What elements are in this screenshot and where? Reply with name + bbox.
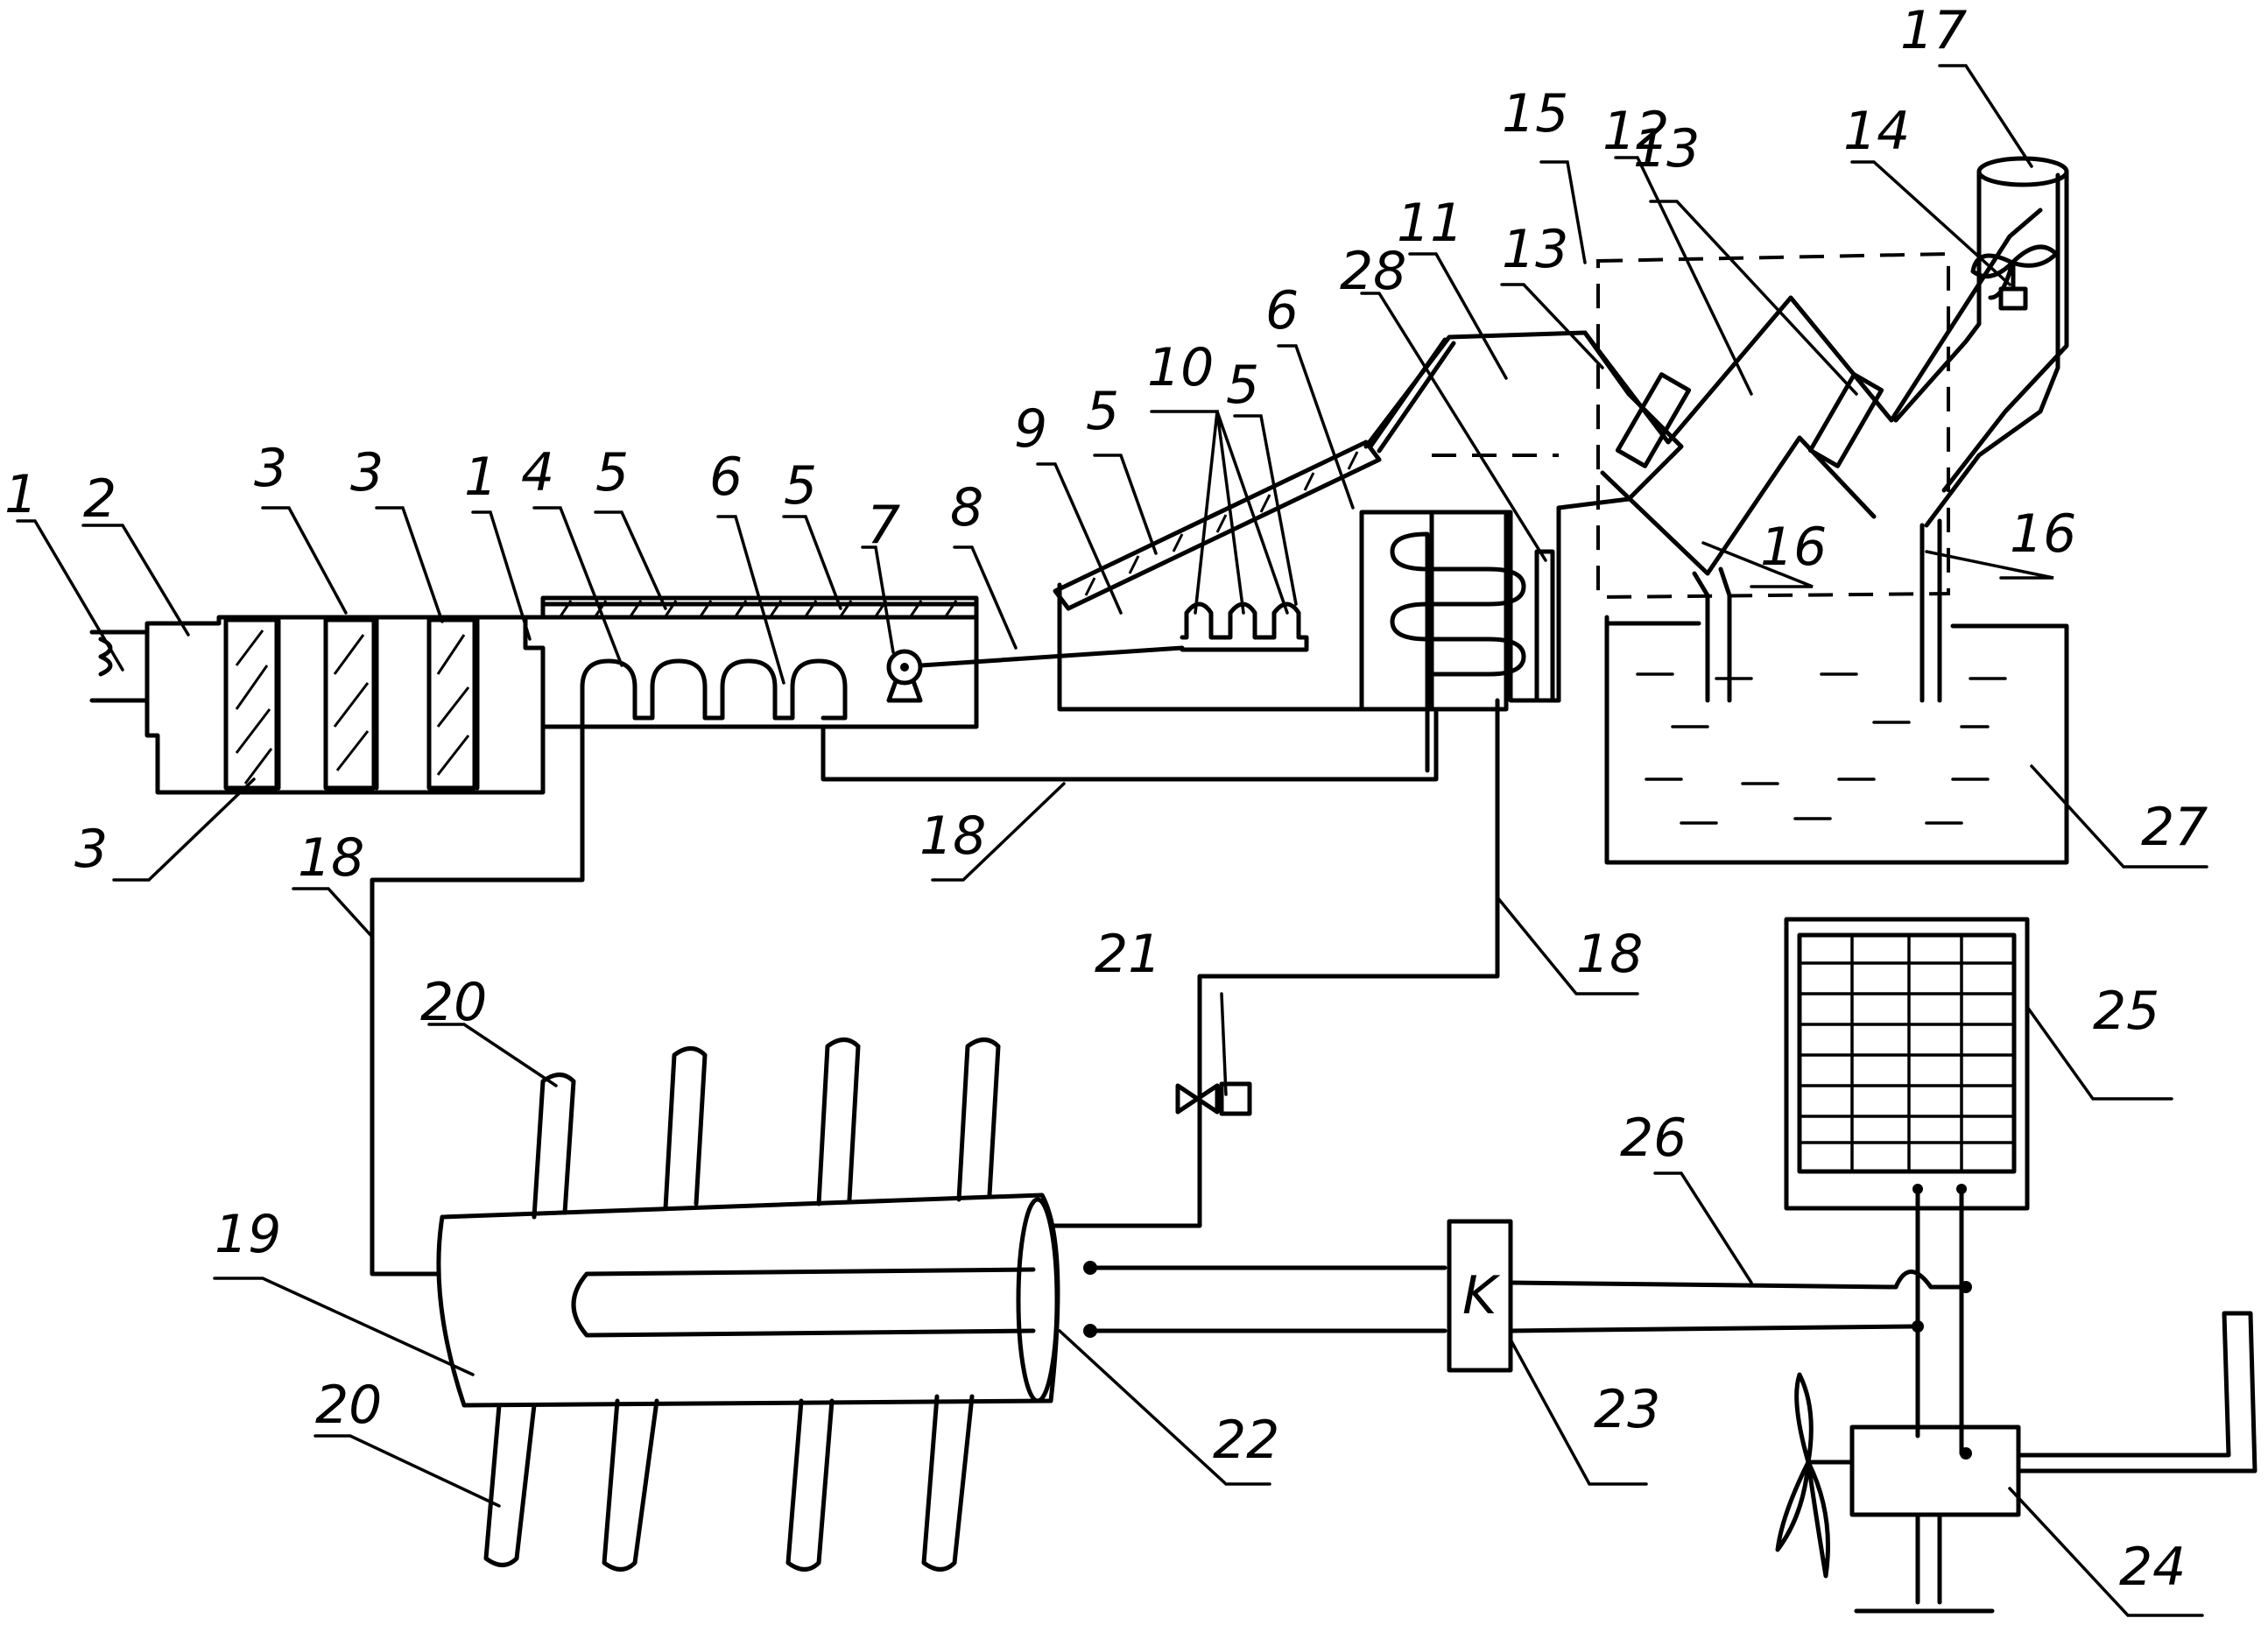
label-7: 7 [867, 495, 900, 556]
switch-k-label: K [1462, 1265, 1501, 1326]
water-tank [1604, 615, 2069, 865]
label-18b: 18 [298, 827, 364, 889]
label-4: 4 [521, 442, 554, 503]
label-14: 14 [1843, 101, 1910, 162]
label-19: 19 [215, 1204, 281, 1265]
label-1b: 1 [464, 447, 497, 508]
label-15: 15 [1502, 83, 1568, 144]
label-9: 9 [1014, 398, 1047, 460]
label-3b: 3 [350, 442, 384, 503]
label-27: 27 [2141, 797, 2208, 858]
vapor-pipe [919, 645, 1185, 668]
label-22: 22 [1213, 1410, 1279, 1471]
valve [1175, 1081, 1252, 1116]
label-17: 17 [1900, 0, 1967, 61]
label-24: 24 [2119, 1537, 2186, 1598]
label-16b: 16 [2010, 503, 2076, 565]
label-26: 26 [1620, 1108, 1687, 1169]
label-3c: 3 [74, 819, 108, 880]
label-25: 25 [2093, 981, 2159, 1042]
label-20a: 20 [420, 972, 487, 1033]
label-5b: 5 [784, 455, 817, 517]
zigzag-condenser [1582, 208, 2043, 445]
label-5a: 5 [595, 442, 629, 503]
label-2: 2 [83, 468, 116, 530]
label-3a: 3 [254, 438, 287, 499]
label-18c: 18 [1576, 924, 1643, 985]
electrical-section: K [1083, 917, 2257, 1614]
leader-lines [16, 64, 2208, 1617]
part-labels: 1 2 3 3 3 1 4 5 6 5 7 8 9 5 10 5 6 28 11… [4, 0, 2208, 1598]
label-1a: 1 [4, 464, 38, 525]
filter-housing [144, 615, 546, 795]
label-20b: 20 [315, 1375, 382, 1436]
serpentine-coil [580, 658, 848, 869]
exhaust-fan-stack [1893, 156, 2069, 493]
label-5c: 5 [1086, 381, 1119, 442]
dashed-enclosure [1596, 251, 1950, 600]
condenser-coil [1390, 531, 1526, 773]
middle-section [1053, 156, 2069, 865]
connecting-pipes [370, 698, 1500, 1277]
filter-layers [223, 617, 480, 791]
label-11: 11 [1397, 193, 1463, 254]
pump [886, 649, 923, 703]
switch-box [1447, 1219, 1513, 1373]
evaporator-box [1057, 510, 1561, 712]
label-5d: 5 [1226, 355, 1259, 416]
solar-chimney [1363, 330, 1684, 703]
label-23: 23 [1594, 1379, 1660, 1440]
label-6b: 6 [1265, 280, 1299, 341]
label-13b: 13 [1633, 118, 1700, 179]
heat-storage-tank [436, 1038, 1252, 1572]
solar-panel [1784, 917, 2030, 1456]
label-8: 8 [950, 477, 983, 538]
label-28: 28 [1340, 241, 1406, 302]
wind-turbine [1775, 1311, 2257, 1614]
label-21: 21 [1095, 924, 1161, 985]
label-10: 10 [1147, 337, 1214, 398]
label-16a: 16 [1760, 517, 1827, 578]
label-13a: 13 [1502, 219, 1568, 280]
label-6a: 6 [709, 447, 743, 508]
label-12: 12 [1602, 101, 1669, 162]
label-18a: 18 [919, 805, 986, 867]
